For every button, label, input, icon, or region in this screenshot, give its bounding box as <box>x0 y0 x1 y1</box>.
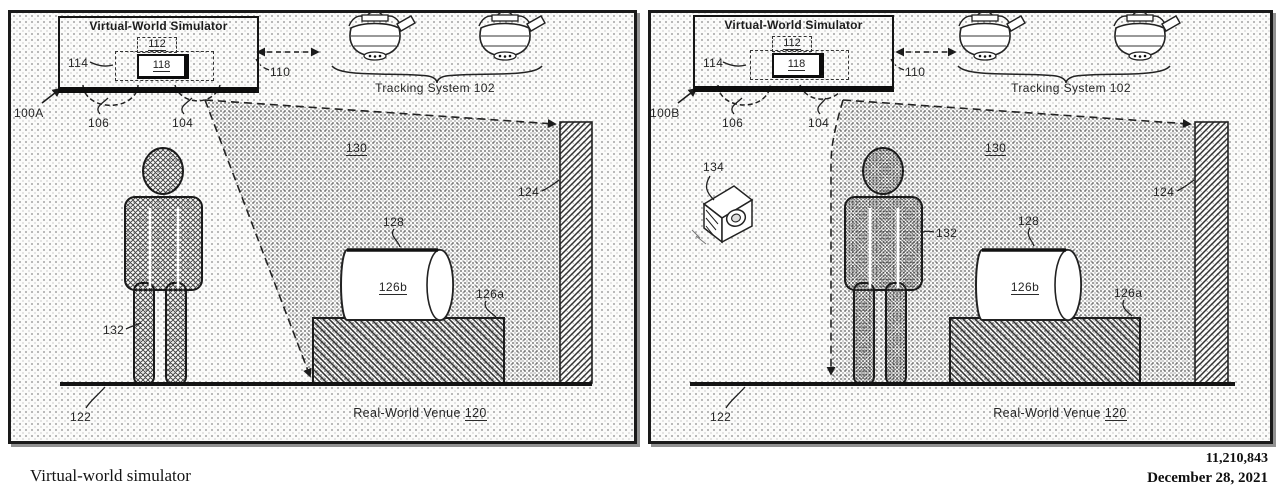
figure-100a-art <box>41 10 593 409</box>
figure-100b-panel: Virtual-World Simulator 112 118 114 110 … <box>648 10 1273 444</box>
handheld-camera <box>691 185 754 245</box>
projection-cone <box>831 100 1195 383</box>
software-box: 118 <box>137 54 189 79</box>
ref-prop-cylinder: 126b <box>378 280 408 295</box>
figure-id-arrow <box>41 87 62 104</box>
tracking-system-label: Tracking System 102 <box>375 81 495 95</box>
software-box: 118 <box>772 53 824 78</box>
ref-projector-left: 106 <box>722 116 744 130</box>
ref-projection: 130 <box>985 141 1007 156</box>
cone-edge-top <box>842 99 1192 128</box>
tracking-brace <box>957 65 1171 84</box>
memory-box <box>115 51 214 81</box>
processor-box: 112 <box>772 36 812 52</box>
ref-computing-platform: 110 <box>270 65 291 79</box>
ref-projector-right: 104 <box>172 116 194 130</box>
ref-prop-base: 126a <box>476 287 505 301</box>
figure-100a-panel: Virtual-World Simulator 112 118 114 110 … <box>8 10 637 444</box>
ref-props: 128 <box>383 215 405 229</box>
cone-edge-left <box>204 99 312 378</box>
prop-cylinder <box>975 248 1082 321</box>
ref-props: 128 <box>1018 214 1040 228</box>
prop-pedestal <box>312 317 505 384</box>
ref-projection: 130 <box>346 141 368 156</box>
floor-line <box>690 382 1235 386</box>
ref-user: 132 <box>103 323 125 337</box>
simulator-title: Virtual-World Simulator <box>89 19 228 33</box>
tracking-camera-icon <box>958 10 1181 61</box>
ref-floor: 122 <box>70 410 92 424</box>
processor-box: 112 <box>137 37 177 53</box>
patent-date: December 28, 2021 <box>1147 470 1268 486</box>
figure-id: 100A <box>14 106 44 120</box>
ref-wall: 124 <box>518 185 540 199</box>
ref-prop-cylinder: 126b <box>1010 280 1040 295</box>
figure-id: 100B <box>650 106 680 120</box>
prop-cylinder <box>340 248 454 321</box>
ref-handheld-camera: 134 <box>703 160 725 174</box>
tracking-camera-icon <box>348 10 546 61</box>
person <box>124 147 203 386</box>
person <box>844 147 923 386</box>
cone-edge-top <box>204 99 557 128</box>
simulator-title: Virtual-World Simulator <box>724 18 863 32</box>
leader-lines <box>705 58 1195 409</box>
figure-100b-art <box>677 10 1235 409</box>
venue-label: Real-World Venue 120 <box>993 406 1127 421</box>
simulator-box: Virtual-World Simulator 112 118 <box>58 16 259 93</box>
ref-memory: 114 <box>703 56 724 70</box>
ref-computing-platform: 110 <box>905 65 926 79</box>
prop-pedestal <box>949 317 1141 384</box>
floor-line <box>60 382 592 386</box>
ref-prop-base: 126a <box>1114 286 1143 300</box>
ref-projector-right: 104 <box>808 116 830 130</box>
tracking-system-label: Tracking System 102 <box>1011 81 1131 95</box>
ref-wall: 124 <box>1153 185 1175 199</box>
venue-label: Real-World Venue 120 <box>353 406 487 421</box>
tracking-brace <box>331 65 543 84</box>
wall <box>559 121 593 384</box>
ref-projector-left: 106 <box>88 116 110 130</box>
page-caption: Virtual-world simulator <box>30 466 191 485</box>
simulator-box: Virtual-World Simulator 112 118 <box>693 15 894 92</box>
ref-user: 132 <box>936 226 958 240</box>
cone-edge-left <box>826 99 844 376</box>
leader-lines <box>85 58 560 409</box>
ref-floor: 122 <box>710 410 732 424</box>
patent-info: 11,210,843 December 28, 2021 <box>1147 450 1268 489</box>
ref-memory: 114 <box>68 56 89 70</box>
memory-box <box>750 50 849 80</box>
projection-cone <box>205 100 560 383</box>
wall <box>1194 121 1229 384</box>
patent-number: 11,210,843 <box>1205 451 1268 466</box>
